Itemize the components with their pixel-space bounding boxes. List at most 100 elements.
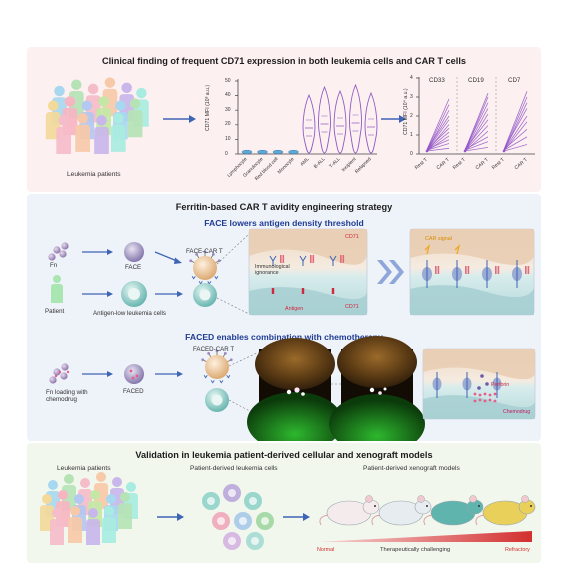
person-figure <box>56 115 72 154</box>
person-figure <box>94 115 109 154</box>
violin-mark <box>364 91 378 154</box>
leukemia-cell <box>246 532 264 550</box>
leukemia-cell <box>256 512 274 530</box>
cytotoxicity-mechanism <box>422 348 536 420</box>
violin-mark <box>333 89 347 154</box>
violin-y-tick-label: 10 <box>225 135 231 142</box>
leukemia-patients-crowd <box>45 77 149 154</box>
violin-mark <box>302 93 316 154</box>
person-figure <box>68 506 82 543</box>
arrow-icon <box>82 371 113 377</box>
person-figure <box>118 492 132 529</box>
group-cd7: CD7 <box>508 77 521 84</box>
person-figure <box>110 113 126 152</box>
leukemia-cell <box>223 484 241 502</box>
fn-particles <box>48 242 69 261</box>
perforin-label: Perforin <box>491 382 510 388</box>
clinical-finding-panel: Clinical finding of frequent CD71 expres… <box>27 47 541 192</box>
violin-y-tick-label: 30 <box>225 106 231 113</box>
panel2-title: Ferritin-based CAR T avidity engineering… <box>175 202 393 212</box>
person-figure <box>86 508 100 545</box>
face-label: FACE <box>125 264 142 271</box>
face-car-t-label: FACE-CAR T <box>186 248 223 255</box>
immune-synapse-activated <box>409 228 535 316</box>
violin-mark <box>318 85 331 154</box>
panel3-graphics <box>40 472 536 550</box>
panel3-title: Validation in leukemia patient-derived c… <box>135 450 433 460</box>
panel1-title: Clinical finding of frequent CD71 expres… <box>101 56 466 66</box>
car-line-group <box>502 91 528 153</box>
leukemia-cell <box>234 512 252 530</box>
fn-drug-particles <box>49 363 70 384</box>
face-particle <box>124 242 144 262</box>
xenograft-label: Patient-derived xenograft models <box>363 465 460 472</box>
arrow-icon <box>157 513 184 521</box>
patient-label: Patient <box>45 308 65 315</box>
patient-derived-cells-label: Patient-derived leukemia cells <box>190 465 278 472</box>
violin-y-tick-label: 20 <box>225 121 231 128</box>
xenograft-mice <box>319 495 536 526</box>
faced-car-t-label: FACED-CAR T <box>193 346 235 353</box>
fn-label: Fn <box>50 262 58 269</box>
cd71-label-top: CD71 <box>345 234 359 240</box>
violin-mark <box>288 149 299 155</box>
normal-label: Normal <box>317 547 335 553</box>
strategy-panel: Ferritin-based CAR T avidity engineering… <box>27 194 541 441</box>
arrow-icon <box>155 371 183 377</box>
face-subtitle: FACE lowers antigen density threshold <box>204 218 364 228</box>
group-cd19: CD19 <box>468 77 484 84</box>
leukemia-cell <box>223 532 241 550</box>
arrow-icon <box>82 291 113 297</box>
arrow-icon <box>155 291 183 297</box>
fn-loading-label: Fn loading with chemodrug <box>46 389 88 403</box>
mouse-icon <box>371 495 432 526</box>
car-y-tick-label: 0 <box>410 150 413 157</box>
car-ylabel: CD71 MFI (10⁴ a.u.) <box>403 88 409 135</box>
car-y-tick-label: 4 <box>410 74 413 81</box>
faced-car-t-cell <box>201 349 233 384</box>
cd71-label-bottom: CD71 <box>345 304 359 310</box>
violin-plot <box>235 79 378 155</box>
mouse-icon <box>423 495 484 526</box>
violin-mark <box>257 149 268 155</box>
leukemia-patients-crowd-2 <box>40 472 138 545</box>
car-line-group <box>463 93 489 153</box>
person-figure <box>50 508 64 545</box>
leukemia-cell <box>244 492 262 510</box>
challenging-label: Therapeutically challenging <box>380 547 451 553</box>
severity-gradient <box>317 531 532 542</box>
immunological-ignorance-label: Immunological ignorance <box>255 264 290 277</box>
patient-figure <box>51 275 63 303</box>
antigen-low-leukemia-cell <box>121 281 147 307</box>
leukemia-cell <box>212 512 230 530</box>
violin-mark <box>241 149 253 155</box>
arrow-icon <box>283 513 310 521</box>
panel1-graphics <box>45 77 535 155</box>
faced-subtitle: FACED enables combination with chemother… <box>185 332 383 342</box>
car-signal-label: CAR signal <box>425 236 452 242</box>
microscopy-image-2 <box>329 336 425 441</box>
faced-label: FACED <box>123 388 144 395</box>
person-figure <box>102 506 116 543</box>
arrow-icon <box>381 115 406 123</box>
panel2-graphics <box>48 228 536 441</box>
violin-y-tick-label: 0 <box>225 150 228 157</box>
leukemia-cell <box>202 492 220 510</box>
microscopy-image-1 <box>247 338 343 441</box>
antigen-low-label: Antigen-low leukemia cells <box>93 310 166 317</box>
car-line-group <box>425 98 450 153</box>
chevron-right-icon <box>377 260 404 284</box>
immune-synapse-ignorance <box>248 228 368 316</box>
car-y-tick-label: 1 <box>410 131 413 138</box>
car-t-line-plot <box>416 77 535 155</box>
violin-mark <box>272 149 284 155</box>
arrow-icon <box>82 249 113 255</box>
person-figure <box>127 98 143 138</box>
leukemia-cell <box>205 388 229 412</box>
mouse-icon <box>319 495 380 526</box>
patients-label: Leukemia patients <box>67 171 121 178</box>
patients-label-2: Leukemia patients <box>57 465 111 472</box>
patient-derived-cells <box>202 484 274 550</box>
violin-y-tick-label: 40 <box>225 92 231 99</box>
violin-y-tick-label: 50 <box>225 77 231 84</box>
